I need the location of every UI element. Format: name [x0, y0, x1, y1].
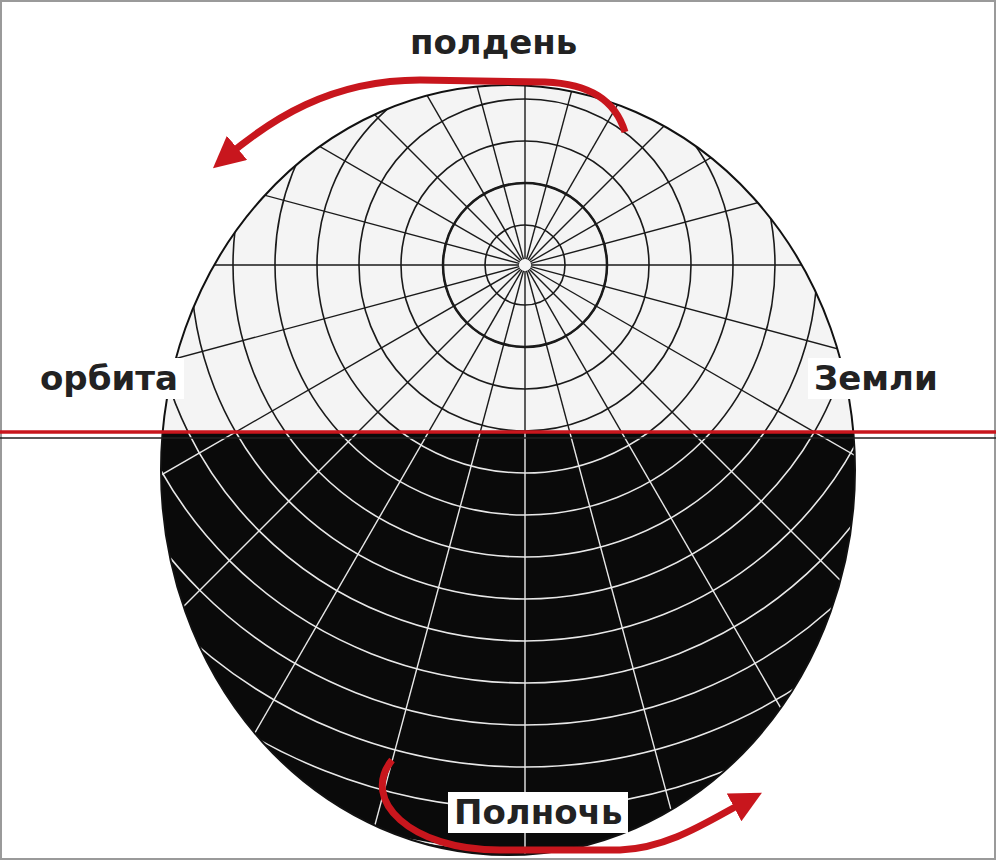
meridian-line — [529, 269, 996, 432]
meridian-line — [0, 432, 521, 831]
meridian-line — [529, 432, 996, 831]
meridian-line — [0, 58, 519, 264]
caption-label: полдень — [404, 22, 583, 63]
rotation-arrow — [225, 80, 625, 158]
meridian-line — [530, 268, 996, 432]
caption-label: Земли — [808, 358, 944, 399]
latitude-line — [23, 432, 996, 767]
orbit-line — [0, 430, 996, 434]
meridian-line — [125, 270, 522, 432]
latitude-line — [0, 432, 996, 860]
meridian-line — [524, 271, 525, 432]
meridian-line — [531, 267, 996, 432]
meridian-line — [0, 264, 519, 265]
meridian-line — [531, 58, 996, 264]
meridian-line — [0, 269, 521, 432]
latitude-line — [0, 432, 996, 809]
meridian-line — [0, 432, 520, 665]
orbit-shadow-line — [0, 437, 996, 439]
meridian-line — [531, 264, 996, 265]
caption-label: орбита — [34, 358, 184, 399]
meridian-line — [0, 268, 520, 432]
meridian-line — [527, 271, 733, 432]
latitude-line — [0, 432, 996, 851]
meridian-line — [528, 270, 925, 432]
meridian-line — [530, 432, 996, 665]
meridian-line — [530, 0, 996, 262]
latitude-line — [0, 432, 996, 860]
latitude-line — [23, 0, 996, 432]
meridian-line — [0, 267, 519, 432]
caption-label: Полночь — [448, 792, 628, 833]
hemisphere-fill — [0, 432, 996, 860]
globe-outline — [161, 85, 855, 855]
rotation-arrow — [382, 760, 748, 850]
meridian-line — [318, 271, 524, 432]
meridian-line — [528, 0, 925, 260]
